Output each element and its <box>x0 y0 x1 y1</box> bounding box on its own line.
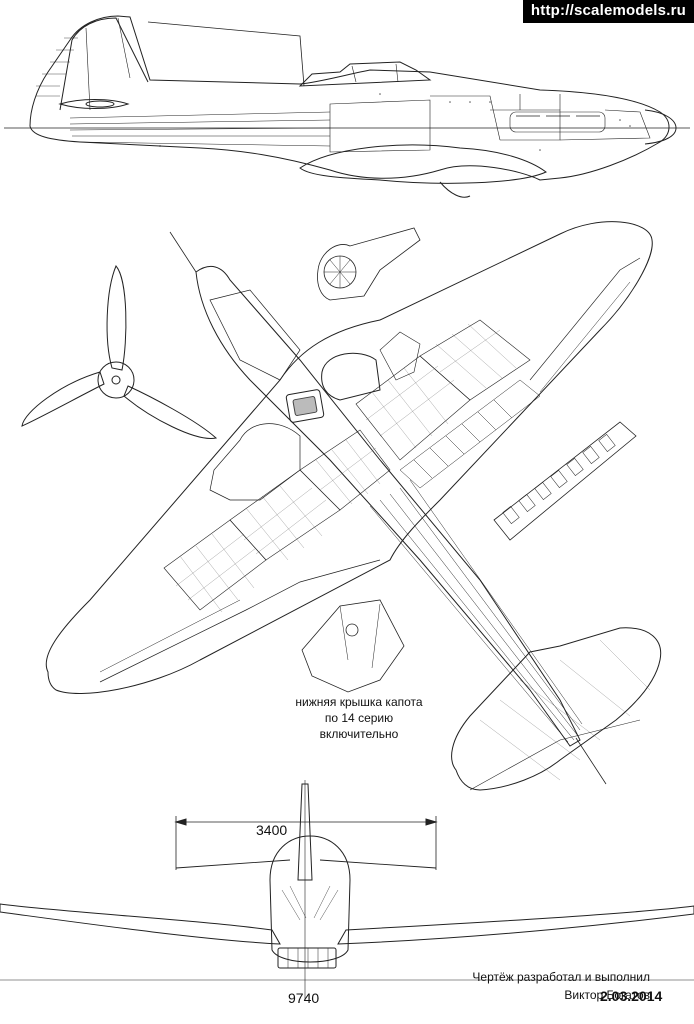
propeller-drawing <box>21 265 218 439</box>
cowling-note-line-1: нижняя крышка капота <box>295 695 423 709</box>
flap-detail <box>493 421 637 541</box>
watermark[interactable]: http://scalemodels.ru <box>522 0 694 23</box>
wing-span-dimension: 9740 <box>288 990 320 1006</box>
cowling-note-line-2: по 14 серию <box>324 711 394 725</box>
credit-line-2: Виктор Богатов <box>564 988 650 1002</box>
cowling-note: нижняя крышка капота по 14 серию включит… <box>280 694 438 742</box>
credit-line-1: Чертёж разработал и выполнил <box>472 970 650 984</box>
watermark-link[interactable]: http://scalemodels.ru <box>530 2 686 19</box>
plan-view <box>45 221 662 791</box>
stab-span-dimension: 3400 <box>256 822 288 838</box>
lower-cowling-detail <box>301 599 405 693</box>
drawing-date: 2.03.2014 <box>600 988 663 1004</box>
side-view <box>4 15 690 198</box>
author-credit: Чертёж разработал и выполнил Виктор Бога… <box>472 968 650 1004</box>
cowling-note-line-3: включительно <box>319 727 399 741</box>
front-view <box>0 780 694 1000</box>
cowling-detail <box>317 227 421 301</box>
